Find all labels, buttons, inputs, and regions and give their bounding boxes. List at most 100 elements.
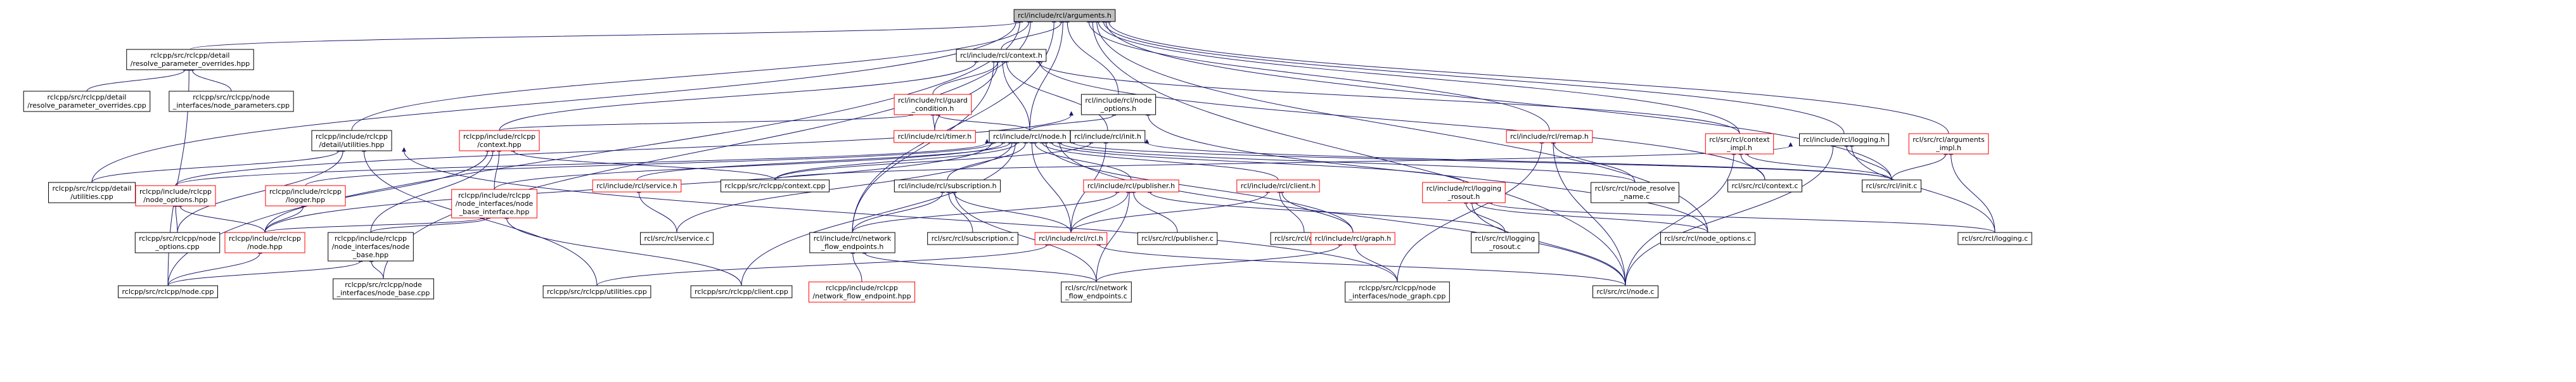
dependency-edge [862, 249, 1097, 283]
dependency-edge [932, 58, 1001, 95]
dependency-edge [1037, 58, 1765, 181]
dependency-edge [167, 249, 262, 286]
graph-node-network-flow-endpoint-hpp[interactable]: rclcpp/include/rclcpp/network_flow_endpo… [808, 281, 916, 303]
graph-node-logging-c[interactable]: rcl/src/rcl/logging.c [1958, 232, 2032, 245]
node-label: rcl/src/rcl/logging.c [1962, 234, 2028, 243]
graph-node-publisher-c[interactable]: rcl/src/rcl/publisher.c [1137, 232, 1218, 245]
dependency-edge [177, 202, 266, 233]
dependency-edge [935, 111, 1030, 131]
graph-node-subscription-h[interactable]: rcl/include/rcl/subscription.h [894, 179, 1001, 193]
graph-node-node-cpp[interactable]: rclcpp/src/rclcpp/node.cpp [118, 285, 218, 298]
node-label: rcl/src/rcl/node_resolve [1595, 184, 1676, 193]
graph-node-node-base-iface-hpp[interactable]: rclcpp/include/rclcpp/node_interfaces/no… [451, 189, 537, 219]
node-label: rcl/src/rcl/logging [1475, 234, 1535, 243]
dependency-edge [504, 214, 742, 286]
node-label: rcl/include/rcl/timer.h [898, 132, 972, 141]
graph-node-arguments-impl-h[interactable]: rcl/src/rcl/arguments_impl.h [1908, 133, 1989, 155]
node-label: rcl/include/rcl/logging.h [1804, 136, 1885, 144]
graph-node-root[interactable]: rcl/include/rcl/arguments.h [1013, 9, 1116, 22]
dependency-edge [1065, 18, 1119, 95]
node-label: rcl/src/rcl/node_options.c [1665, 234, 1752, 243]
graph-node-node-options-c[interactable]: rcl/src/rcl/node_options.c [1660, 232, 1755, 245]
graph-node-logging-h[interactable]: rcl/include/rcl/logging.h [1799, 133, 1889, 146]
node-label: rcl/include/rcl/client.h [1241, 182, 1316, 190]
graph-node-client-cpp[interactable]: rclcpp/src/rclcpp/client.cpp [690, 285, 793, 298]
dependency-edge [1032, 139, 1132, 181]
node-box [451, 189, 537, 219]
graph-node-node-options-hpp[interactable]: rclcpp/include/rclcpp/node_options.hpp [135, 185, 216, 207]
graph-node-resolve-cpp[interactable]: rclcpp/src/rclcpp/detail/resolve_paramet… [23, 91, 151, 112]
dependency-edge [1277, 188, 1305, 233]
graph-node-service-c[interactable]: rcl/src/rcl/service.c [640, 232, 714, 245]
graph-node-node-params-cpp[interactable]: rclcpp/src/rclcpp/node_interfaces/node_p… [169, 91, 294, 112]
dependency-edge [1144, 139, 1892, 181]
dependency-edge [946, 188, 973, 233]
node-label: rclcpp/include/rclcpp [316, 132, 388, 141]
graph-node-graph-h[interactable]: rcl/include/rcl/graph.h [1310, 232, 1395, 245]
graph-node-utilities-cpp-detail[interactable]: rclcpp/src/rclcpp/detail/utilities.cpp [48, 182, 136, 203]
node-box [721, 179, 830, 193]
node-box [135, 185, 216, 207]
graph-node-node-base-cpp[interactable]: rclcpp/src/rclcpp/node_interfaces/node_b… [333, 278, 434, 300]
graph-node-resolve-h[interactable]: rclcpp/src/rclcpp/detail/resolve_paramet… [126, 49, 254, 70]
graph-node-context-c[interactable]: rcl/src/rcl/context.c [1727, 179, 1802, 193]
graph-node-logging-rosout-h[interactable]: rcl/include/rcl/logging_rosout.h [1422, 182, 1506, 203]
dependency-edge [1070, 139, 1892, 181]
graph-node-context-impl-h[interactable]: rcl/src/rcl/context_impl.h [1705, 133, 1774, 155]
graph-node-logging-rosout-c[interactable]: rcl/src/rcl/logging_rosout.c [1471, 232, 1539, 253]
dependency-edge [774, 139, 1094, 181]
node-label: /utilities.cpp [70, 193, 113, 201]
graph-node-network-flow-endpoints-h[interactable]: rcl/include/rcl/network_flow_endpoints.h [809, 232, 895, 253]
node-box [808, 281, 916, 303]
node-box [1591, 182, 1679, 203]
graph-node-node-resolve-name-c[interactable]: rcl/src/rcl/node_resolve_name.c [1591, 182, 1679, 203]
dependency-edge [676, 139, 1015, 233]
graph-node-timer-h[interactable]: rcl/include/rcl/timer.h [894, 130, 976, 143]
node-label: rcl/include/rcl/node.h [993, 132, 1067, 141]
graph-node-init-c[interactable]: rcl/src/rcl/init.c [1862, 179, 1921, 193]
node-label: rcl/include/rcl/network [814, 234, 892, 243]
graph-node-node-options-cpp[interactable]: rclcpp/src/rclcpp/node_options.cpp [134, 232, 221, 253]
graph-node-network-flow-endpoints-c[interactable]: rcl/src/rcl/network_flow_endpoints.c [1061, 281, 1132, 303]
graph-node-context-h[interactable]: rcl/include/rcl/context.h [956, 49, 1047, 62]
node-label: rcl/include/rcl/node [1085, 96, 1151, 105]
graph-node-rcl-h[interactable]: rcl/include/rcl/rcl.h [1034, 232, 1108, 245]
graph-node-logger-hpp[interactable]: rclcpp/include/rclcpp/logger.hpp [265, 185, 346, 207]
node-label: _rosout.h [1447, 193, 1480, 201]
graph-node-client-h[interactable]: rcl/include/rcl/client.h [1236, 179, 1320, 193]
dependency-edge [1000, 58, 1030, 131]
node-label: /network_flow_endpoint.hpp [812, 292, 911, 300]
graph-node-node-c[interactable]: rcl/src/rcl/node.c [1592, 285, 1658, 298]
node-box [333, 278, 434, 300]
graph-node-subscription-c[interactable]: rcl/src/rcl/subscription.c [927, 232, 1018, 245]
graph-node-utilities-hpp[interactable]: rclcpp/include/rclcpp/detail/utilities.h… [311, 130, 392, 151]
node-label: rcl/include/rcl/publisher.h [1087, 182, 1175, 190]
dependency-edge [167, 18, 1022, 286]
graph-node-remap-h[interactable]: rcl/include/rcl/remap.h [1506, 130, 1593, 143]
graph-node-init-h[interactable]: rcl/include/rcl/init.h [1070, 130, 1146, 143]
dependency-edge [264, 214, 485, 233]
graph-node-node-options-h[interactable]: rcl/include/rcl/node_options.h [1080, 94, 1157, 115]
graph-node-publisher-h[interactable]: rcl/include/rcl/publisher.h [1083, 179, 1179, 193]
dependency-edge [175, 111, 1074, 186]
graph-node-service-h[interactable]: rcl/include/rcl/service.h [592, 179, 682, 193]
node-label: _flow_endpoints.c [1065, 292, 1127, 300]
graph-node-context-cpp[interactable]: rclcpp/src/rclcpp/context.cpp [721, 179, 830, 193]
graph-node-utilities-cpp[interactable]: rclcpp/src/rclcpp/utilities.cpp [542, 285, 651, 298]
node-label: rclcpp/include/rclcpp [269, 188, 342, 196]
node-box [1958, 232, 2032, 245]
dependency-edge [1035, 58, 1740, 134]
dependency-edge [1029, 139, 1072, 233]
node-label: _base.hpp [352, 251, 388, 259]
graph-node-guard-h[interactable]: rcl/include/rcl/guard_condition.h [894, 94, 972, 115]
dependency-edge [494, 147, 502, 190]
graph-node-node-hpp[interactable]: rclcpp/include/rclcpp/node.hpp [224, 232, 305, 253]
graph-node-node-base-hpp[interactable]: rclcpp/include/rclcpp/node_interfaces/no… [328, 232, 414, 262]
dependency-edge [1470, 199, 1626, 286]
graph-node-node-graph-cpp[interactable]: rclcpp/src/rclcpp/node_interfaces/node_g… [1345, 281, 1450, 303]
graph-node-node-h[interactable]: rcl/include/rcl/node.h [989, 130, 1071, 143]
dependency-edge [1488, 199, 1996, 233]
dependency-edge [402, 147, 1398, 283]
graph-node-context-hpp[interactable]: rclcpp/include/rclcpp/context.hpp [459, 130, 540, 151]
node-box [224, 232, 305, 253]
